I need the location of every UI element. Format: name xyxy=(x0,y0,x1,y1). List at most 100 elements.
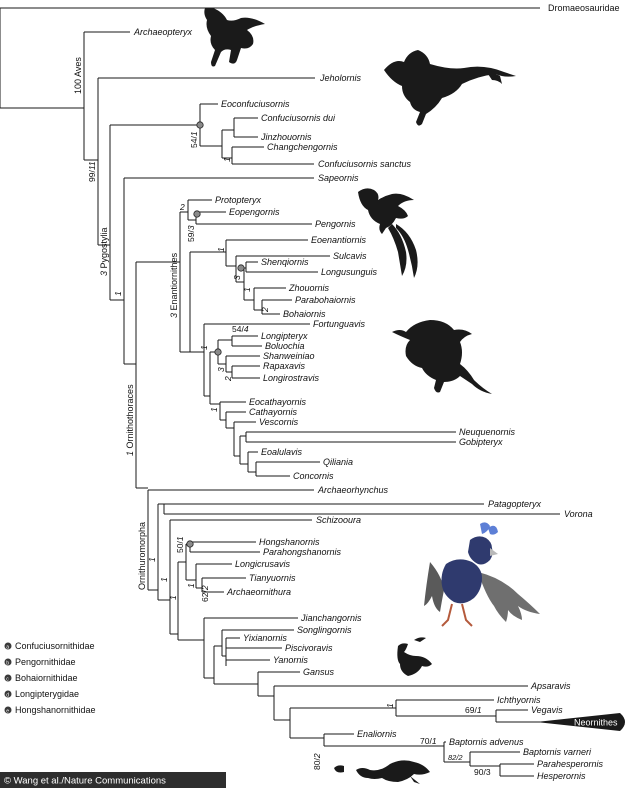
taxon-piscivoravis: Piscivoravis xyxy=(285,643,333,653)
taxon-gobipteryx: Gobipteryx xyxy=(459,437,503,447)
taxon-confuciusornis-dui: Confuciusornis dui xyxy=(261,113,336,123)
support-hongshanornithidae: 50/1 xyxy=(175,536,185,553)
legend-label-confuciusornithidae: Confuciusornithidae xyxy=(15,641,95,651)
taxon-parahongshanornis: Parahongshanornis xyxy=(263,547,342,557)
legend-item-d: d Longipterygidae xyxy=(4,689,79,699)
support-bohai-1b: 1 xyxy=(242,287,252,292)
taxon-bohaiornis: Bohaiornis xyxy=(283,309,326,319)
taxon-patagopteryx: Patagopteryx xyxy=(488,499,542,509)
legend-label-hongshanornithidae: Hongshanornithidae xyxy=(15,705,96,715)
taxon-rapaxavis: Rapaxavis xyxy=(263,361,306,371)
clade-label-neornithes: Neornithes xyxy=(574,718,618,728)
taxon-hesperornis: Hesperornis xyxy=(537,771,586,781)
support-eocath-1: 1 xyxy=(209,407,219,412)
taxon-protopteryx: Protopteryx xyxy=(215,195,262,205)
archaeornithura-illustration xyxy=(424,522,540,627)
clade-label-ornithuromorpha: Ornithuromorpha xyxy=(137,522,147,590)
legend-item-c: c Bohaiornithidae xyxy=(4,673,78,683)
clade-label-enantiornithes: 3 Enantiornithes xyxy=(169,252,179,318)
support-pygostylia-node: 99/11 xyxy=(87,161,97,182)
taxon-apsaravis: Apsaravis xyxy=(530,681,571,691)
taxon-hongshanornis: Hongshanornis xyxy=(259,537,320,547)
svg-text:c: c xyxy=(6,677,9,683)
taxon-vorona: Vorona xyxy=(564,509,593,519)
image-credit: © Wang et al./Nature Communications xyxy=(4,776,166,787)
jeholornis-silhouette xyxy=(384,50,516,126)
node-marker-hongshanornithidae xyxy=(186,540,194,548)
support-tianyuornis: 62/2 xyxy=(200,585,210,602)
clade-label-pygostylia: 3 Pygostylia xyxy=(99,227,109,276)
taxon-longicrusavis: Longicrusavis xyxy=(235,559,291,569)
taxon-confuciusornis-sanctus: Confuciusornis sanctus xyxy=(318,159,412,169)
taxon-archaeopteryx: Archaeopteryx xyxy=(133,27,193,37)
support-pengornithidae: 59/3 xyxy=(186,225,196,242)
legend-item-e: e Hongshanornithidae xyxy=(4,705,96,715)
hesperornis-silhouette xyxy=(334,760,430,784)
taxon-archaeorhynchus: Archaeorhynchus xyxy=(317,485,389,495)
taxon-jeholornis: Jeholornis xyxy=(319,73,362,83)
node-marker-longipterygidae xyxy=(214,348,222,356)
support-values: 54/1 1 2 59/3 1 3 1 2 54/4 1 3 2 1 50/1 … xyxy=(147,131,491,777)
taxon-dromaeosauridae: Dromaeosauridae xyxy=(548,3,620,13)
taxon-labels: Dromaeosauridae Archaeopteryx Jeholornis… xyxy=(133,3,620,781)
support-ornithuro-2: 1 xyxy=(159,577,169,582)
taxon-shanweiniao: Shanweiniao xyxy=(263,351,315,361)
support-hesperornithes: 80/2 xyxy=(312,753,322,770)
taxon-vescornis: Vescornis xyxy=(259,417,299,427)
taxon-baptornis-advenus: Baptornis advenus xyxy=(449,737,524,747)
svg-text:a: a xyxy=(6,645,9,651)
support-confuciusornithidae: 54/1 xyxy=(189,131,199,148)
taxon-ichthyornis: Ichthyornis xyxy=(497,695,541,705)
support-hongshan-1: 1 xyxy=(168,595,178,600)
taxon-sapeornis: Sapeornis xyxy=(318,173,359,183)
support-protopteryx-node: 2 xyxy=(179,202,185,212)
legend-label-longipterygidae: Longipterygidae xyxy=(15,689,79,699)
taxon-parahesperornis: Parahesperornis xyxy=(537,759,604,769)
taxon-enaliornis: Enaliornis xyxy=(357,729,397,739)
taxon-longirostravis: Longirostravis xyxy=(263,373,320,383)
support-longipterygidae: 54/4 xyxy=(232,324,249,334)
legend-item-b: b Pengornithidae xyxy=(4,657,76,667)
credit-box xyxy=(0,772,226,788)
support-bohai-3: 3 xyxy=(232,275,242,280)
taxon-eocathayornis: Eocathayornis xyxy=(249,397,307,407)
taxon-sulcavis: Sulcavis xyxy=(333,251,367,261)
clade-labels: 100 Aves 99/11 3 Pygostylia 1 1 Ornithot… xyxy=(73,57,179,590)
taxon-gansus: Gansus xyxy=(303,667,335,677)
archaeopteryx-silhouette xyxy=(204,8,265,67)
taxon-longipteryx: Longipteryx xyxy=(261,331,308,341)
taxon-parabohaiornis: Parabohaiornis xyxy=(295,295,356,305)
node-marker-confuciusornithidae xyxy=(196,121,204,129)
taxon-songlingornis: Songlingornis xyxy=(297,625,352,635)
taxon-concornis: Concornis xyxy=(293,471,334,481)
taxon-eoenantiornis: Eoenantiornis xyxy=(311,235,367,245)
clade-label-aves: 100 Aves xyxy=(73,57,83,94)
support-bohai-2: 2 xyxy=(260,307,270,313)
taxon-boluochia: Boluochia xyxy=(265,341,305,351)
longipteryx-silhouette xyxy=(392,320,492,394)
svg-text:b: b xyxy=(6,661,9,667)
node-marker-bohaiornithidae xyxy=(237,264,245,272)
support-baptornis: 70/1 xyxy=(420,736,437,746)
svg-text:d: d xyxy=(6,693,9,699)
legend-label-pengornithidae: Pengornithidae xyxy=(15,657,76,667)
taxon-changchengornis: Changchengornis xyxy=(267,142,338,152)
support-longip-2: 2 xyxy=(223,376,233,382)
taxon-pengornis: Pengornis xyxy=(315,219,356,229)
support-longip-1: 1 xyxy=(199,345,209,350)
taxon-tianyuornis: Tianyuornis xyxy=(249,573,296,583)
legend-item-a: a Confuciusornithidae xyxy=(4,641,95,651)
taxon-baptornis-varneri: Baptornis varneri xyxy=(523,747,592,757)
taxon-qiliania: Qiliania xyxy=(323,457,353,467)
taxon-cathayornis: Cathayornis xyxy=(249,407,298,417)
taxon-zhouornis: Zhouornis xyxy=(288,283,330,293)
support-ichthyornis-1: 1 xyxy=(385,703,395,708)
tree-branches xyxy=(0,7,560,777)
taxon-eopengornis: Eopengornis xyxy=(229,207,280,217)
clade-label-ornithothoraces: 1 Ornithothoraces xyxy=(125,384,135,456)
taxon-yanornis: Yanornis xyxy=(273,655,308,665)
taxon-schizooura: Schizooura xyxy=(316,515,361,525)
taxon-jinzhouornis: Jinzhouornis xyxy=(260,132,312,142)
